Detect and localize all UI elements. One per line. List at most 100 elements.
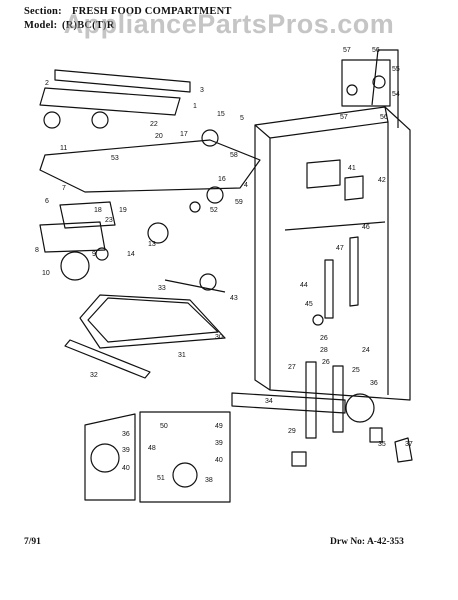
callout-31: 31 <box>178 352 186 359</box>
callout-43: 43 <box>230 295 238 302</box>
model-label: Model: <box>24 20 58 31</box>
callout-40: 40 <box>122 465 130 472</box>
callout-6: 6 <box>45 198 49 205</box>
watermark: AppliancePartsPros.com <box>63 9 395 39</box>
rail-part-25 <box>332 365 344 433</box>
housing-part-8 <box>39 221 106 253</box>
trim-part-3 <box>39 87 181 116</box>
callout-16: 16 <box>218 176 226 183</box>
callout-9: 9 <box>92 251 96 258</box>
callout-22: 22 <box>150 121 158 128</box>
callout-27: 27 <box>288 364 296 371</box>
callout-7: 7 <box>62 185 66 192</box>
roller-part-36 <box>345 393 375 423</box>
callout-29: 29 <box>288 428 296 435</box>
callout-26: 26 <box>320 335 328 342</box>
callout-35: 35 <box>378 441 386 448</box>
callout-36c: 36 <box>122 431 130 438</box>
thermostat-part-10 <box>60 251 90 281</box>
callout-51: 51 <box>157 475 165 482</box>
fitting-part-21 <box>91 111 109 129</box>
model-value: (R)BC(T)R <box>62 20 115 31</box>
callout-45: 45 <box>305 301 313 308</box>
callout-2: 2 <box>45 80 49 87</box>
bracket-part-41 <box>306 159 341 189</box>
callout-1: 1 <box>193 103 197 110</box>
callout-13: 13 <box>148 241 156 248</box>
callout-24: 24 <box>362 347 370 354</box>
callout-47: 47 <box>336 245 344 252</box>
callout-15: 15 <box>217 111 225 118</box>
callout-55: 55 <box>392 66 400 73</box>
leveler-part-37 <box>394 437 413 463</box>
knob-part-59 <box>206 186 224 204</box>
callout-41: 41 <box>348 165 356 172</box>
callout-4: 4 <box>244 182 248 189</box>
callout-26b: 26 <box>322 359 330 366</box>
callout-52: 52 <box>210 207 218 214</box>
callout-56: 56 <box>372 47 380 54</box>
knob-part-54 <box>346 84 358 96</box>
callout-54: 54 <box>392 91 400 98</box>
shelf-rod-part-33 <box>164 279 226 293</box>
crisper-cover-part-4 <box>39 139 261 193</box>
trim-part-2 <box>54 69 191 93</box>
control-box-part-56 <box>341 59 391 107</box>
callout-38: 38 <box>205 477 213 484</box>
callout-33: 33 <box>158 285 166 292</box>
callout-53: 53 <box>111 155 119 162</box>
fitting-part-12 <box>43 111 61 129</box>
bracket-part-35 <box>369 427 383 443</box>
callout-19: 19 <box>119 207 127 214</box>
footer-date: 7/91 <box>24 537 41 547</box>
wheel-part-38b <box>172 462 198 488</box>
callout-36: 36 <box>370 380 378 387</box>
fan-part-58 <box>201 129 219 147</box>
callout-39: 39 <box>122 447 130 454</box>
callout-5: 5 <box>240 115 244 122</box>
shelf-part-30 <box>79 294 226 349</box>
rail-part-27 <box>305 361 317 439</box>
roller-kit-panel-left <box>84 413 136 501</box>
callout-23: 23 <box>105 217 113 224</box>
callout-3: 3 <box>200 87 204 94</box>
callout-34: 34 <box>265 398 273 405</box>
callout-18: 18 <box>94 207 102 214</box>
drawing-number: Drw No: A-42-353 <box>330 537 404 547</box>
callout-48: 48 <box>148 445 156 452</box>
section-label: Section: <box>24 6 62 17</box>
callout-46: 46 <box>362 224 370 231</box>
callout-40b: 40 <box>215 457 223 464</box>
bulb-part-9 <box>95 247 109 261</box>
rail-part-46 <box>349 236 359 307</box>
bracket-part-42 <box>344 175 364 201</box>
callout-57b: 57 <box>340 114 348 121</box>
cabinet-liner-inner <box>269 121 389 395</box>
callout-37: 37 <box>405 441 413 448</box>
callout-11: 11 <box>60 145 67 152</box>
shelf-inner-part-31 <box>87 297 219 343</box>
roller-kit-panel-right <box>139 411 231 503</box>
callout-42: 42 <box>378 177 386 184</box>
cabinet-divider <box>284 221 386 231</box>
knob-part-13 <box>147 222 169 244</box>
callout-39b: 39 <box>215 440 223 447</box>
callout-49: 49 <box>215 423 223 430</box>
rail-part-44 <box>324 259 334 319</box>
callout-30: 30 <box>215 334 223 341</box>
callout-25: 25 <box>352 367 360 374</box>
kick-plate-part-34 <box>231 392 346 414</box>
housing-part-6 <box>59 201 116 229</box>
leveler-part-29 <box>291 451 307 467</box>
knob-part-55 <box>372 75 386 89</box>
callout-44: 44 <box>300 282 308 289</box>
shelf-support-part-43 <box>199 273 217 291</box>
callout-58: 58 <box>230 152 238 159</box>
callout-57: 57 <box>343 47 351 54</box>
callout-50: 50 <box>160 423 168 430</box>
callout-8: 8 <box>35 247 39 254</box>
callout-14: 14 <box>127 251 135 258</box>
section-title: FRESH FOOD COMPARTMENT <box>72 6 232 17</box>
